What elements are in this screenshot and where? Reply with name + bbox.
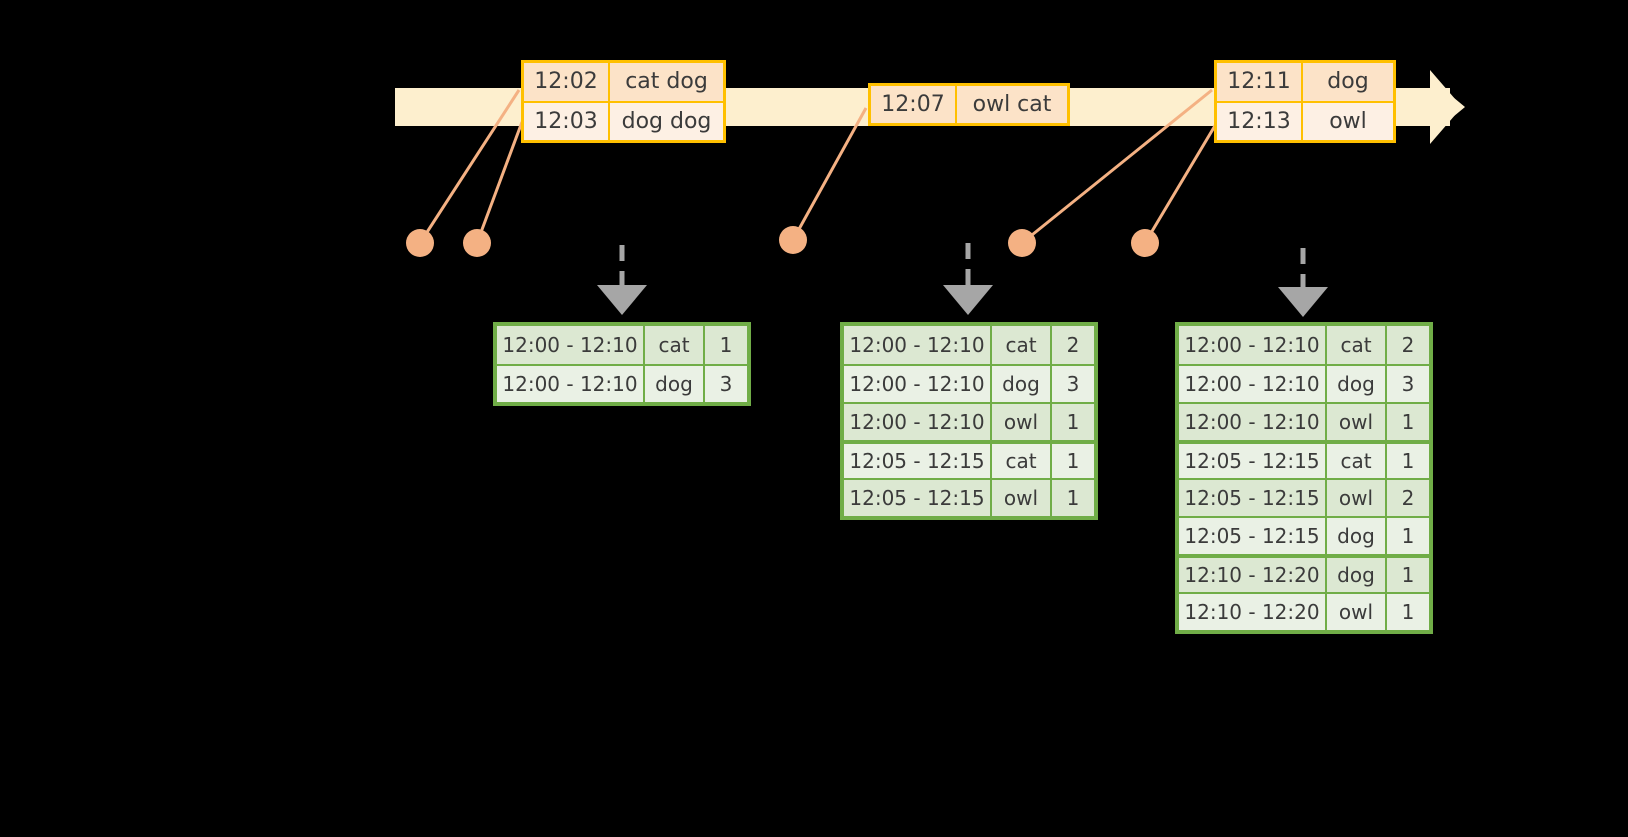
count-cell: 1 xyxy=(705,326,747,364)
count-cell: 1 xyxy=(1052,444,1094,478)
window-cell: 12:00 - 12:10 xyxy=(1179,326,1327,364)
window-cell: 12:05 - 12:15 xyxy=(844,480,992,516)
event-time: 12:13 xyxy=(1217,102,1303,140)
window-cell: 12:05 - 12:15 xyxy=(1179,518,1327,554)
event-words: dog dog xyxy=(610,102,723,140)
connector-dot xyxy=(1008,229,1036,257)
window-cell: 12:10 - 12:20 xyxy=(1179,558,1327,592)
event-row[interactable]: 12:02 cat dog xyxy=(524,63,723,101)
event-words: owl cat xyxy=(957,86,1067,123)
count-cell: 3 xyxy=(1387,366,1429,402)
connector-dot xyxy=(463,229,491,257)
word-cell: cat xyxy=(1327,444,1387,478)
word-cell: owl xyxy=(992,480,1052,516)
connector-dot xyxy=(1131,229,1159,257)
connector-dot xyxy=(406,229,434,257)
event-time: 12:02 xyxy=(524,63,610,101)
window-cell: 12:00 - 12:10 xyxy=(844,366,992,402)
word-cell: dog xyxy=(1327,558,1387,592)
event-row[interactable]: 12:07 owl cat xyxy=(871,86,1067,123)
word-cell: owl xyxy=(992,404,1052,440)
word-cell: owl xyxy=(1327,404,1387,440)
count-cell: 1 xyxy=(1052,404,1094,440)
event-group-2[interactable]: 12:07 owl cat xyxy=(868,83,1070,126)
count-cell: 1 xyxy=(1052,480,1094,516)
word-cell: cat xyxy=(645,326,705,364)
word-cell: owl xyxy=(1327,594,1387,630)
window-cell: 12:00 - 12:10 xyxy=(844,326,992,364)
word-cell: dog xyxy=(992,366,1052,402)
word-cell: owl xyxy=(1327,480,1387,516)
word-cell: cat xyxy=(992,444,1052,478)
window-cell: 12:00 - 12:10 xyxy=(497,366,645,402)
window-cell: 12:00 - 12:10 xyxy=(1179,366,1327,402)
count-cell: 1 xyxy=(1387,404,1429,440)
word-cell: dog xyxy=(1327,518,1387,554)
word-cell: dog xyxy=(1327,366,1387,402)
word-cell: dog xyxy=(645,366,705,402)
event-time: 12:11 xyxy=(1217,63,1303,101)
event-group-3[interactable]: 12:11 dog 12:13 owl xyxy=(1214,60,1396,143)
event-row[interactable]: 12:13 owl xyxy=(1217,100,1393,140)
event-row[interactable]: 12:03 dog dog xyxy=(524,100,723,140)
event-time: 12:03 xyxy=(524,102,610,140)
window-cell: 12:10 - 12:20 xyxy=(1179,594,1327,630)
word-cell: cat xyxy=(1327,326,1387,364)
window-cell: 12:00 - 12:10 xyxy=(844,404,992,440)
event-row[interactable]: 12:11 dog xyxy=(1217,63,1393,101)
trigger-arrows xyxy=(597,243,1328,317)
window-cell: 12:00 - 12:10 xyxy=(497,326,645,364)
count-cell: 1 xyxy=(1387,594,1429,630)
count-cell: 1 xyxy=(1387,518,1429,554)
count-cell: 2 xyxy=(1387,326,1429,364)
window-cell: 12:05 - 12:15 xyxy=(1179,480,1327,516)
count-cell: 2 xyxy=(1052,326,1094,364)
event-group-1[interactable]: 12:02 cat dog 12:03 dog dog xyxy=(521,60,726,143)
connector-dot xyxy=(779,226,807,254)
word-cell: cat xyxy=(992,326,1052,364)
count-cell: 2 xyxy=(1387,480,1429,516)
window-cell: 12:05 - 12:15 xyxy=(844,444,992,478)
window-cell: 12:00 - 12:10 xyxy=(1179,404,1327,440)
event-words: cat dog xyxy=(610,63,723,101)
event-words: owl xyxy=(1303,102,1393,140)
event-connector-dots xyxy=(406,226,1159,257)
window-cell: 12:05 - 12:15 xyxy=(1179,444,1327,478)
event-words: dog xyxy=(1303,63,1393,101)
event-time: 12:07 xyxy=(871,86,957,123)
count-cell: 1 xyxy=(1387,558,1429,592)
count-cell: 1 xyxy=(1387,444,1429,478)
count-cell: 3 xyxy=(1052,366,1094,402)
count-cell: 3 xyxy=(705,366,747,402)
